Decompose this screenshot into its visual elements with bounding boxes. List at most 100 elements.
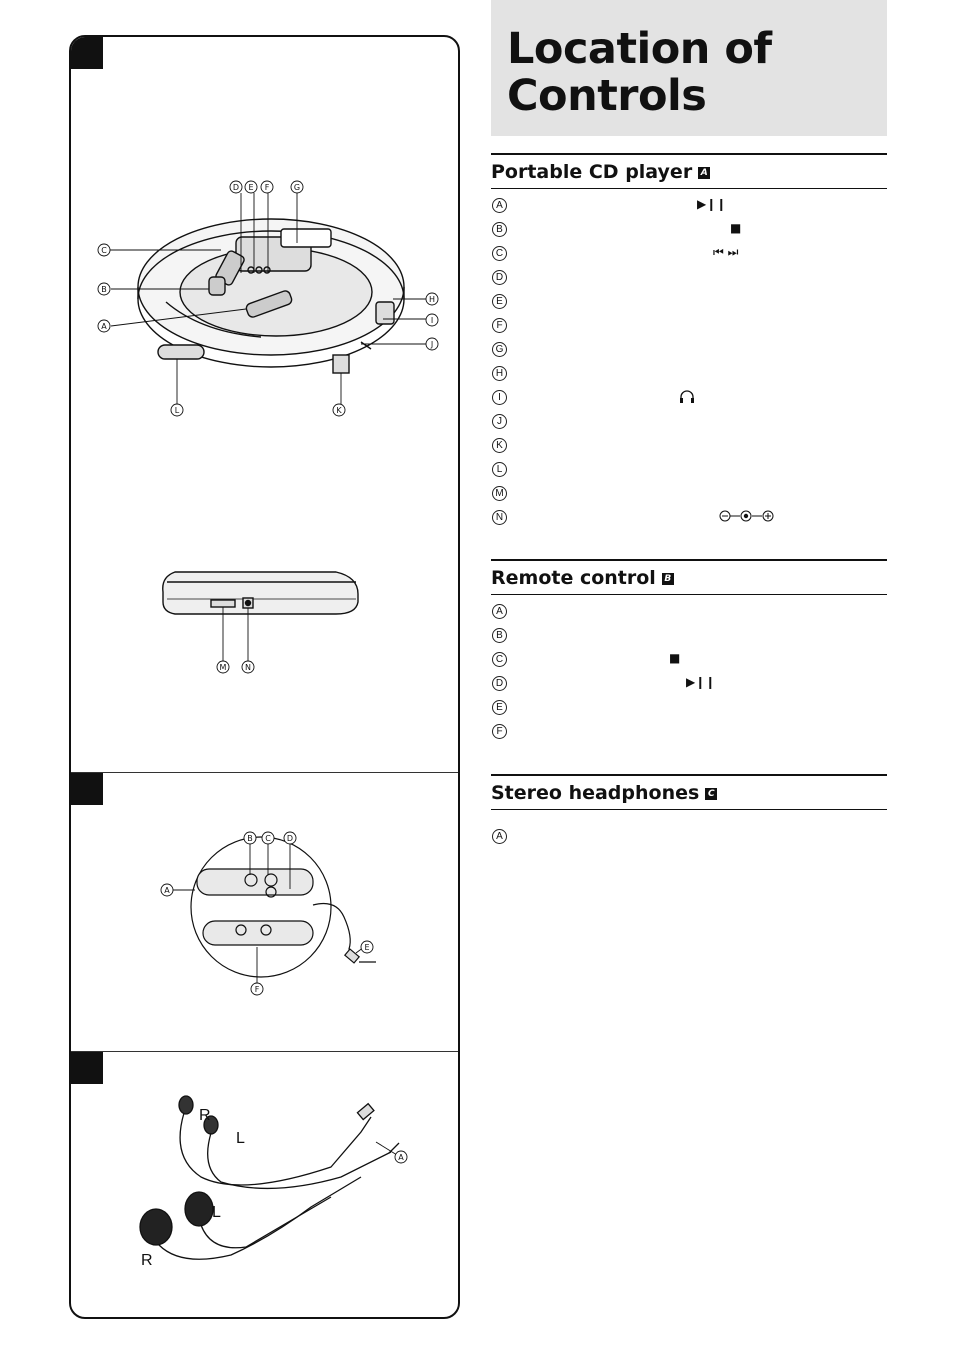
section-heading-text: Stereo headphones [491, 781, 700, 804]
callout-label: M [220, 663, 227, 672]
play-pause-icon: ▶❙❙ [697, 197, 727, 211]
figure-tab-a [71, 37, 103, 69]
figure-divider [71, 1051, 458, 1052]
callout-label: A [164, 886, 170, 895]
callout-label: L [175, 406, 180, 415]
dc-polarity-icon [719, 509, 775, 527]
headphone-label-l: L [212, 1204, 221, 1221]
callout-label: I [431, 316, 433, 325]
page-title: Location of Controls [507, 24, 772, 121]
section-heading: Portable CD player A [491, 153, 887, 189]
callout-marker: C [492, 246, 507, 261]
cd-player-side-illustration [162, 571, 359, 615]
section-heading-text: Remote control [491, 566, 656, 589]
callout-label: F [265, 183, 270, 192]
figure-divider [71, 772, 458, 773]
callout-label: D [287, 834, 293, 843]
callout-marker: C [492, 652, 507, 667]
cd-player-illustration [137, 218, 405, 374]
figure-tag-badge: A [698, 166, 711, 179]
callout-label: C [101, 246, 107, 255]
list-item: G [491, 339, 887, 363]
list-item: N [491, 507, 887, 531]
list-item: C ⏮ ⏭ [491, 243, 887, 267]
callout-label: B [247, 834, 253, 843]
callout-marker: D [492, 270, 507, 285]
callout-marker: G [492, 342, 507, 357]
stop-icon: ■ [669, 651, 681, 665]
list-item: I [491, 387, 887, 411]
callout-label: K [336, 406, 342, 415]
callout-marker: E [492, 700, 507, 715]
callout-marker: M [492, 486, 507, 501]
figure-illustrations: D E F G C B A H I J L K [97, 180, 439, 1269]
list-item: F [491, 315, 887, 339]
headphone-label-r: R [199, 1107, 211, 1124]
callout-marker: A [492, 604, 507, 619]
list-item: A ▶❙❙ [491, 195, 887, 219]
list-item: F [491, 721, 887, 745]
callout-label: G [294, 183, 300, 192]
figure-tab-b [71, 773, 103, 805]
callout-label: N [245, 663, 251, 672]
list-item: H [491, 363, 887, 387]
callout-label: F [255, 985, 260, 994]
callout-marker: E [492, 294, 507, 309]
figure-panel: D E F G C B A H I J L K [69, 35, 460, 1319]
title-box: Location of Controls [491, 0, 887, 136]
callout-marker: D [492, 676, 507, 691]
list-item: M [491, 483, 887, 507]
headphones-icon [679, 389, 695, 407]
callout-marker: F [492, 724, 507, 739]
list-item: A [491, 826, 887, 850]
figure-tab-c [71, 1052, 103, 1084]
callout-label: J [430, 340, 433, 349]
headphone-label-l: L [236, 1130, 245, 1147]
section-stereo-headphones: Stereo headphones C A [491, 774, 887, 850]
callout-marker: A [492, 198, 507, 213]
list-item: J [491, 411, 887, 435]
callout-marker: B [492, 222, 507, 237]
list-item: C■ [491, 649, 887, 673]
callout-marker: B [492, 628, 507, 643]
callout-label: E [248, 183, 253, 192]
callout-label: H [429, 295, 435, 304]
callout-marker: N [492, 510, 507, 525]
callout-marker: J [492, 414, 507, 429]
list-item: D [491, 267, 887, 291]
headphones-illustration [139, 1095, 400, 1260]
play-pause-icon: ▶❙❙ [686, 675, 716, 689]
list-item: E [491, 291, 887, 315]
section-heading: Stereo headphones C [491, 774, 887, 810]
stop-icon: ■ [730, 221, 742, 235]
list-item: B■ [491, 219, 887, 243]
callout-label: A [101, 322, 107, 331]
section-heading: Remote control B [491, 559, 887, 595]
callout-label: C [265, 834, 271, 843]
list-item: A [491, 601, 887, 625]
list-item: K [491, 435, 887, 459]
callout-marker: H [492, 366, 507, 381]
callout-marker: K [492, 438, 507, 453]
section-portable-cd-player: Portable CD player A A▶❙❙ B■ C⏮ ⏭ D E F … [491, 153, 887, 531]
callout-marker: A [492, 829, 507, 844]
callout-label: B [101, 285, 107, 294]
remote-control-illustration [190, 836, 376, 978]
headphone-label-r: R [141, 1252, 153, 1269]
list-item: E [491, 697, 887, 721]
list-item: B [491, 625, 887, 649]
dc-polarity-icon [719, 510, 774, 522]
callout-label: D [233, 183, 239, 192]
headphones-icon [680, 390, 694, 403]
list-item: L [491, 459, 887, 483]
figure-tag-badge: B [661, 572, 674, 585]
section-remote-control: Remote control B A B C■ D▶❙❙ E F [491, 559, 887, 745]
callout-marker: F [492, 318, 507, 333]
callout-marker: I [492, 390, 507, 405]
callout-label: E [364, 943, 369, 952]
callout-label: A [398, 1153, 404, 1162]
figure-tag-badge: C [705, 787, 718, 800]
skip-icon: ⏮ ⏭ [713, 245, 739, 259]
list-item: D ▶❙❙ [491, 673, 887, 697]
callout-marker: L [492, 462, 507, 477]
